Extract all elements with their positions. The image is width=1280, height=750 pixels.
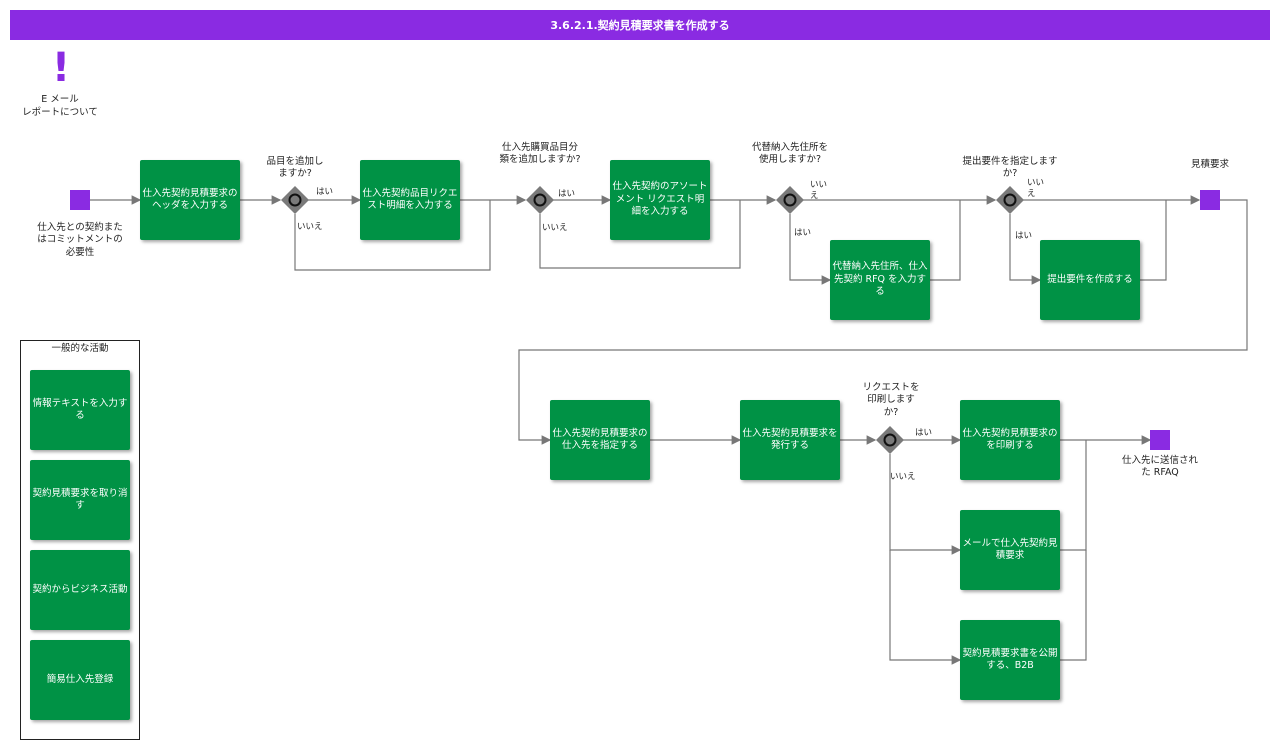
end-event-label: 仕入先に送信された RFAQ	[1121, 455, 1198, 479]
gateway-print-label: リクエストを印刷しますか?	[862, 382, 920, 418]
flow-gw5-email	[889, 454, 962, 555]
common-activities-panel	[20, 340, 140, 740]
flow-alt-merge	[930, 200, 961, 281]
gateway-add-item-label: 品目を追加しますか?	[266, 156, 324, 180]
task-email[interactable]: メールで仕入先契約見積要求	[960, 510, 1060, 590]
start-event-label: 仕入先との契約またはコミットメントの必要性	[37, 222, 123, 258]
legend-task-cancel[interactable]: 契約見積要求を取り消す	[30, 460, 130, 540]
start-event	[70, 190, 90, 210]
gateway-submission-label: 提出要件を指定しますか?	[962, 156, 1058, 180]
gateway-alt-address	[776, 186, 804, 214]
gateway-print	[876, 426, 904, 454]
legend-task-quick-vendor[interactable]: 簡易仕入先登録	[30, 640, 130, 720]
branch-yes-2: はい	[558, 189, 576, 199]
task-specify-vendor[interactable]: 仕入先契約見積要求の仕入先を指定する	[550, 400, 650, 480]
annotation-line-1: E メール	[41, 94, 79, 105]
exclamation-icon: !	[51, 45, 71, 91]
task-print[interactable]: 仕入先契約見積要求のを印刷する	[960, 400, 1060, 480]
diagram-title: 3.6.2.1.契約見積要求書を作成する	[10, 10, 1270, 40]
branch-yes-1: はい	[316, 187, 334, 197]
branch-no-5: いいえ	[890, 472, 916, 482]
flow-gw5-publish	[889, 550, 962, 665]
gateway-add-category	[526, 186, 554, 214]
branch-no-1: いいえ	[297, 222, 323, 232]
task-alt-address[interactable]: 代替納入先住所、仕入先契約 RFQ を入力する	[830, 240, 930, 320]
gateway-add-item	[281, 186, 309, 214]
legend-task-business-activity[interactable]: 契約からビジネス活動	[30, 550, 130, 630]
branch-no-3: いいえ	[810, 180, 828, 202]
gateway-add-category-label: 仕入先購買品目分類を追加しますか?	[499, 142, 581, 166]
branch-no-4: いいえ	[1027, 178, 1045, 200]
branch-yes-3: はい	[794, 228, 812, 238]
annotation-line-2: レポートについて	[22, 107, 98, 118]
task-submission[interactable]: 提出要件を作成する	[1040, 240, 1140, 320]
flow-gw3-yes	[789, 214, 832, 285]
gateway-submission	[996, 186, 1024, 214]
flow-email-merge	[1060, 440, 1087, 551]
branch-yes-4: はい	[1015, 231, 1033, 241]
branch-no-2: いいえ	[542, 223, 568, 233]
flow-wrap	[518, 199, 1248, 445]
quote-request-event	[1200, 190, 1220, 210]
flow-gw2-no	[539, 200, 741, 269]
flow-sub-merge	[1140, 200, 1167, 281]
gateway-alt-address-label: 代替納入先住所を使用しますか?	[751, 142, 828, 166]
task-assortment[interactable]: 仕入先契約のアソートメント リクエスト明細を入力する	[610, 160, 710, 240]
flow-gw1-no	[294, 200, 491, 271]
branch-yes-5: はい	[915, 428, 933, 438]
common-activities-title: 一般的な活動	[51, 343, 109, 354]
end-event	[1150, 430, 1170, 450]
flow-gw4-yes	[1009, 214, 1042, 285]
task-header[interactable]: 仕入先契約見積要求のヘッダを入力する	[140, 160, 240, 240]
quote-request-label: 見積要求	[1190, 159, 1229, 170]
task-publish[interactable]: 契約見積要求書を公開する、B2B	[960, 620, 1060, 700]
task-item-lines[interactable]: 仕入先契約品目リクエスト明細を入力する	[360, 160, 460, 240]
task-issue[interactable]: 仕入先契約見積要求を発行する	[740, 400, 840, 480]
flow-publish-merge	[1060, 550, 1087, 661]
legend-task-info-text[interactable]: 情報テキストを入力する	[30, 370, 130, 450]
